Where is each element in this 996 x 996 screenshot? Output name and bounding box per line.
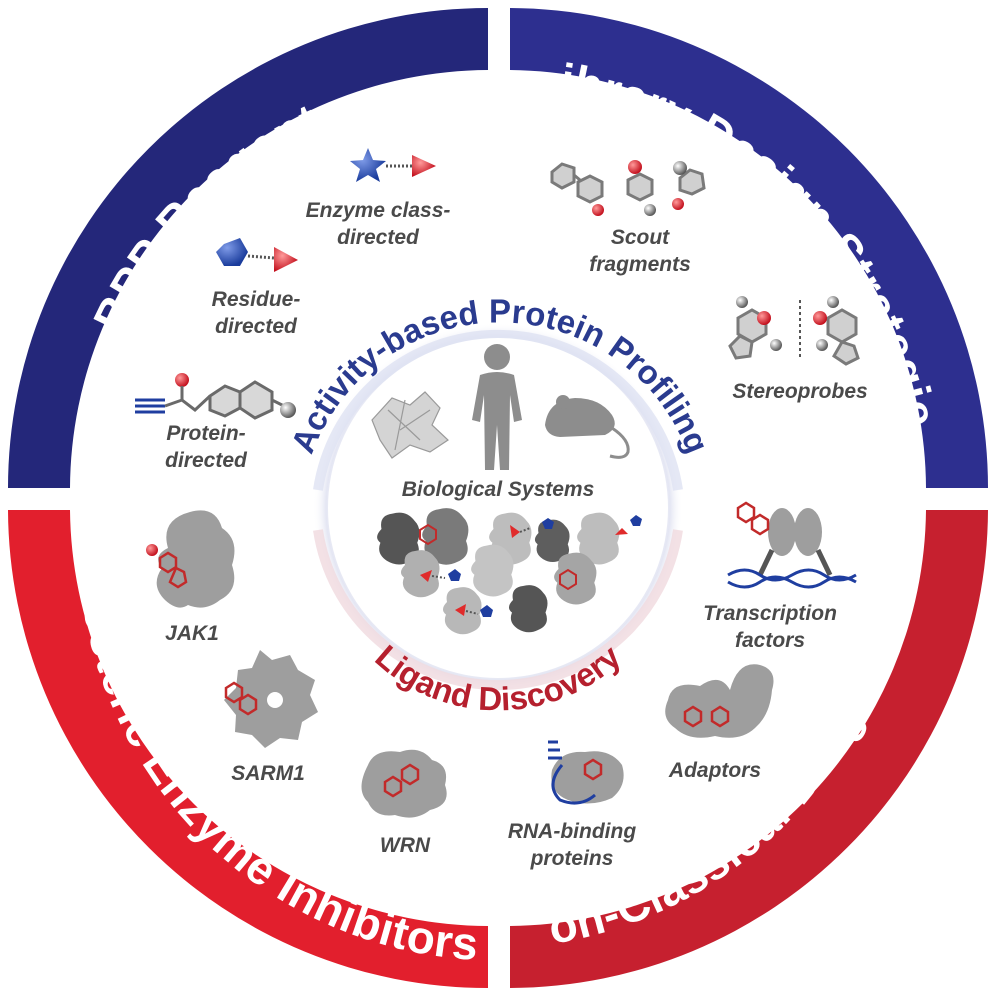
stereoprobes-icon (728, 300, 860, 366)
outer-ring (8, 8, 988, 988)
proteome-cluster (377, 508, 642, 635)
label-tf-2: factors (735, 629, 805, 652)
label-biological-systems: Biological Systems (402, 478, 595, 501)
label-jak1: JAK1 (165, 622, 219, 645)
label-adaptors: Adaptors (668, 759, 761, 782)
wrn-protein-icon (361, 749, 447, 818)
label-wrn: WRN (380, 834, 431, 857)
label-protein-2: directed (165, 449, 248, 472)
label-rbp-2: proteins (530, 847, 614, 870)
label-residue-2: directed (215, 315, 298, 338)
label-tf-1: Transcription (703, 602, 837, 625)
scout-fragments-icon (550, 162, 706, 204)
label-scout-2: fragments (589, 253, 691, 276)
label-rbp-1: RNA-binding (508, 820, 636, 843)
segment-bottom-left (8, 510, 488, 988)
label-sarm1: SARM1 (231, 762, 305, 785)
label-scout-1: Scout (611, 226, 670, 249)
segment-top-left (8, 8, 488, 488)
segment-top-right (510, 8, 988, 488)
rna-binding-protein-icon (548, 740, 624, 805)
sarm1-protein-icon (224, 650, 318, 748)
transcription-factor-icon (727, 501, 857, 589)
segment-bottom-right (510, 510, 988, 988)
label-enzyme-class-2: directed (337, 226, 420, 249)
mouse-icon (545, 395, 630, 459)
jak1-protein-icon (156, 510, 235, 608)
label-protein-1: Protein- (166, 422, 245, 445)
human-icon (472, 344, 522, 470)
adaptors-protein-icon (665, 664, 774, 738)
enzyme-class-probe-icon (350, 148, 436, 182)
cells-icon (371, 391, 449, 459)
label-stereoprobes: Stereoprobes (732, 380, 867, 403)
label-residue-1: Residue- (212, 288, 301, 311)
protein-probe-icon (135, 380, 289, 420)
residue-probe-icon (216, 238, 298, 272)
label-enzyme-class-1: Enzyme class- (306, 199, 451, 222)
